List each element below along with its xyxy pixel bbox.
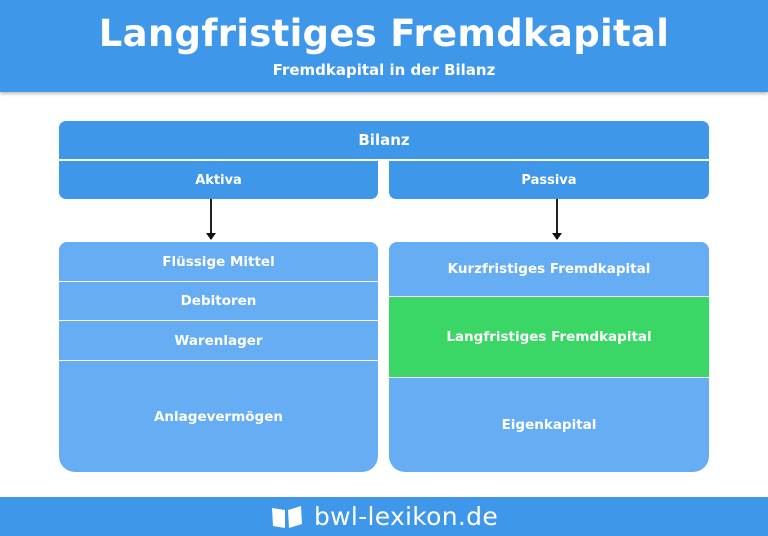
bilanz-node: Bilanz (59, 121, 709, 159)
passiva-column: Kurzfristiges Fremdkapital Langfristiges… (389, 242, 709, 472)
passiva-item-kurzfristiges-fremdkapital: Kurzfristiges Fremdkapital (389, 242, 709, 296)
arrow-down-icon (552, 199, 562, 240)
page-header: Langfristiges Fremdkapital Fremdkapital … (0, 0, 768, 92)
page-title: Langfristiges Fremdkapital (98, 12, 670, 55)
aktiva-item-fluessige-mittel: Flüssige Mittel (59, 242, 378, 281)
arrow-down-icon (206, 199, 216, 240)
aktiva-item-warenlager: Warenlager (59, 321, 378, 360)
passiva-item-langfristiges-fremdkapital: Langfristiges Fremdkapital (389, 297, 709, 377)
aktiva-column: Flüssige Mittel Debitoren Warenlager Anl… (59, 242, 378, 472)
page-subtitle: Fremdkapital in der Bilanz (272, 61, 496, 79)
footer: bwl-lexikon.de (0, 497, 768, 536)
aktiva-node: Aktiva (59, 161, 378, 199)
aktiva-item-debitoren: Debitoren (59, 282, 378, 320)
aktiva-item-anlagevermoegen: Anlagevermögen (59, 361, 378, 472)
brand-name: bwl-lexikon.de (313, 502, 499, 531)
passiva-item-eigenkapital: Eigenkapital (389, 378, 709, 472)
book-icon (271, 505, 302, 528)
passiva-node: Passiva (389, 161, 709, 199)
